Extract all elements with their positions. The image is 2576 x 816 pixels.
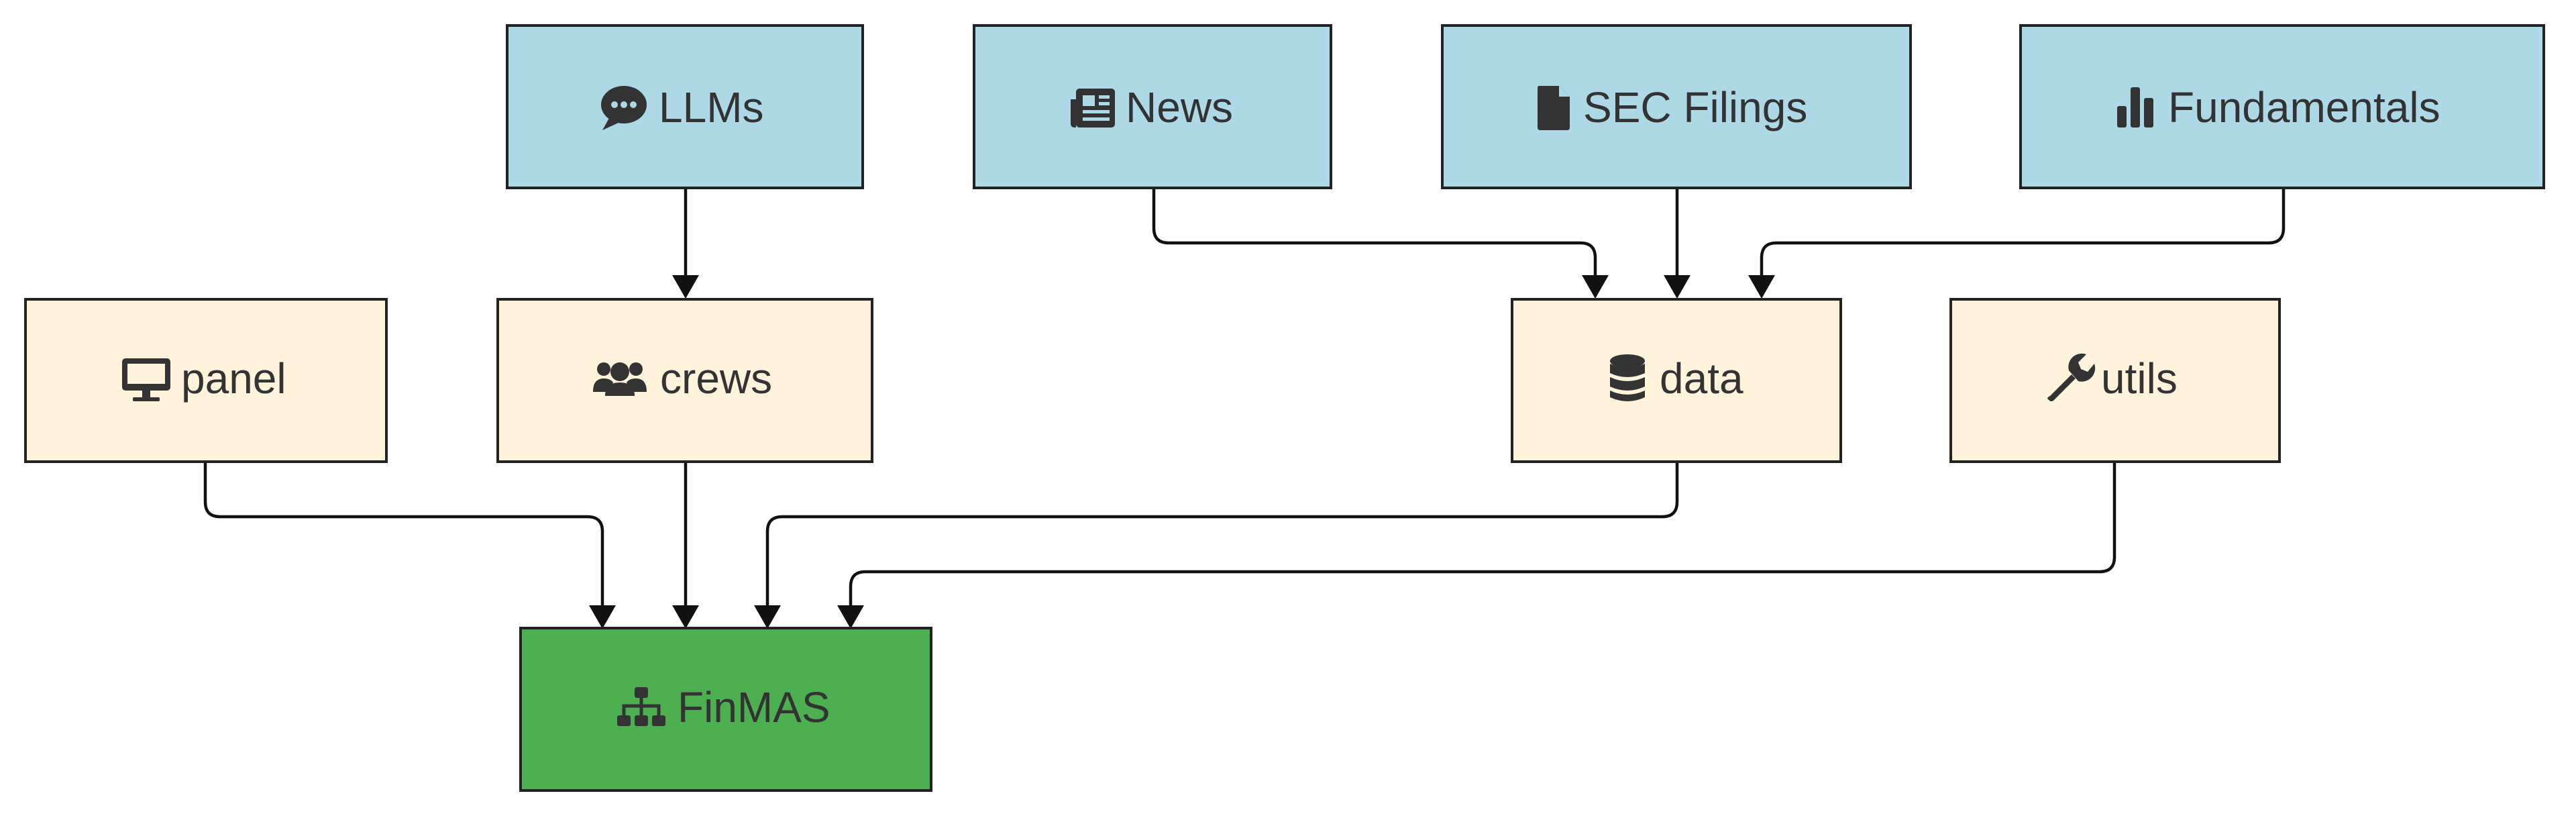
node-llms[interactable]: LLMs — [506, 24, 864, 189]
edge-panel-to-finmas — [203, 462, 604, 611]
node-box — [519, 627, 932, 792]
node-box — [1441, 24, 1912, 189]
edge-news-to-data — [1152, 188, 1597, 280]
wrench-icon — [2047, 353, 2096, 401]
comment-dots-icon — [601, 86, 647, 130]
node-data[interactable]: data — [1511, 298, 1842, 463]
node-label: News — [1126, 83, 1233, 132]
node-label: crews — [660, 354, 772, 403]
edges — [203, 188, 2286, 629]
arrowhead — [672, 275, 699, 299]
edge-fundamentals-to-data — [1760, 188, 2286, 280]
node-box — [506, 24, 864, 189]
node-sec-filings[interactable]: SEC Filings — [1441, 24, 1912, 189]
node-box — [1949, 298, 2281, 463]
node-box — [1511, 298, 1842, 463]
node-label: Fundamentals — [2168, 83, 2440, 132]
node-crews[interactable]: crews — [496, 298, 873, 463]
node-utils[interactable]: utils — [1949, 298, 2281, 463]
arrowhead — [1748, 275, 1775, 299]
sitemap-icon — [617, 687, 665, 726]
node-label: LLMs — [659, 83, 764, 132]
node-box — [2019, 24, 2545, 189]
edge-utils-to-finmas — [849, 462, 2116, 611]
node-label: panel — [181, 354, 286, 403]
node-label: data — [1660, 354, 1743, 403]
arrowhead — [589, 605, 616, 629]
newspaper-icon — [1071, 89, 1115, 128]
desktop-monitor-icon — [122, 358, 170, 401]
node-label: FinMAS — [678, 683, 830, 731]
database-icon — [1610, 354, 1645, 401]
arrowhead — [1582, 275, 1609, 299]
node-box — [496, 298, 873, 463]
node-finmas[interactable]: FinMAS — [519, 627, 932, 792]
arrowhead — [754, 605, 781, 629]
users-icon — [593, 362, 647, 396]
node-panel[interactable]: panel — [24, 298, 388, 463]
arrowhead — [837, 605, 864, 629]
node-box — [24, 298, 388, 463]
arrowhead — [672, 605, 699, 629]
bar-chart-icon — [2117, 87, 2153, 128]
node-box — [973, 24, 1332, 189]
file-icon — [1538, 86, 1570, 130]
edge-data-to-finmas — [765, 462, 1679, 611]
node-fundamentals[interactable]: Fundamentals — [2019, 24, 2545, 189]
node-label: SEC Filings — [1583, 83, 1807, 132]
node-news[interactable]: News — [973, 24, 1332, 189]
arrowhead — [1664, 275, 1690, 299]
node-label: utils — [2101, 354, 2178, 403]
